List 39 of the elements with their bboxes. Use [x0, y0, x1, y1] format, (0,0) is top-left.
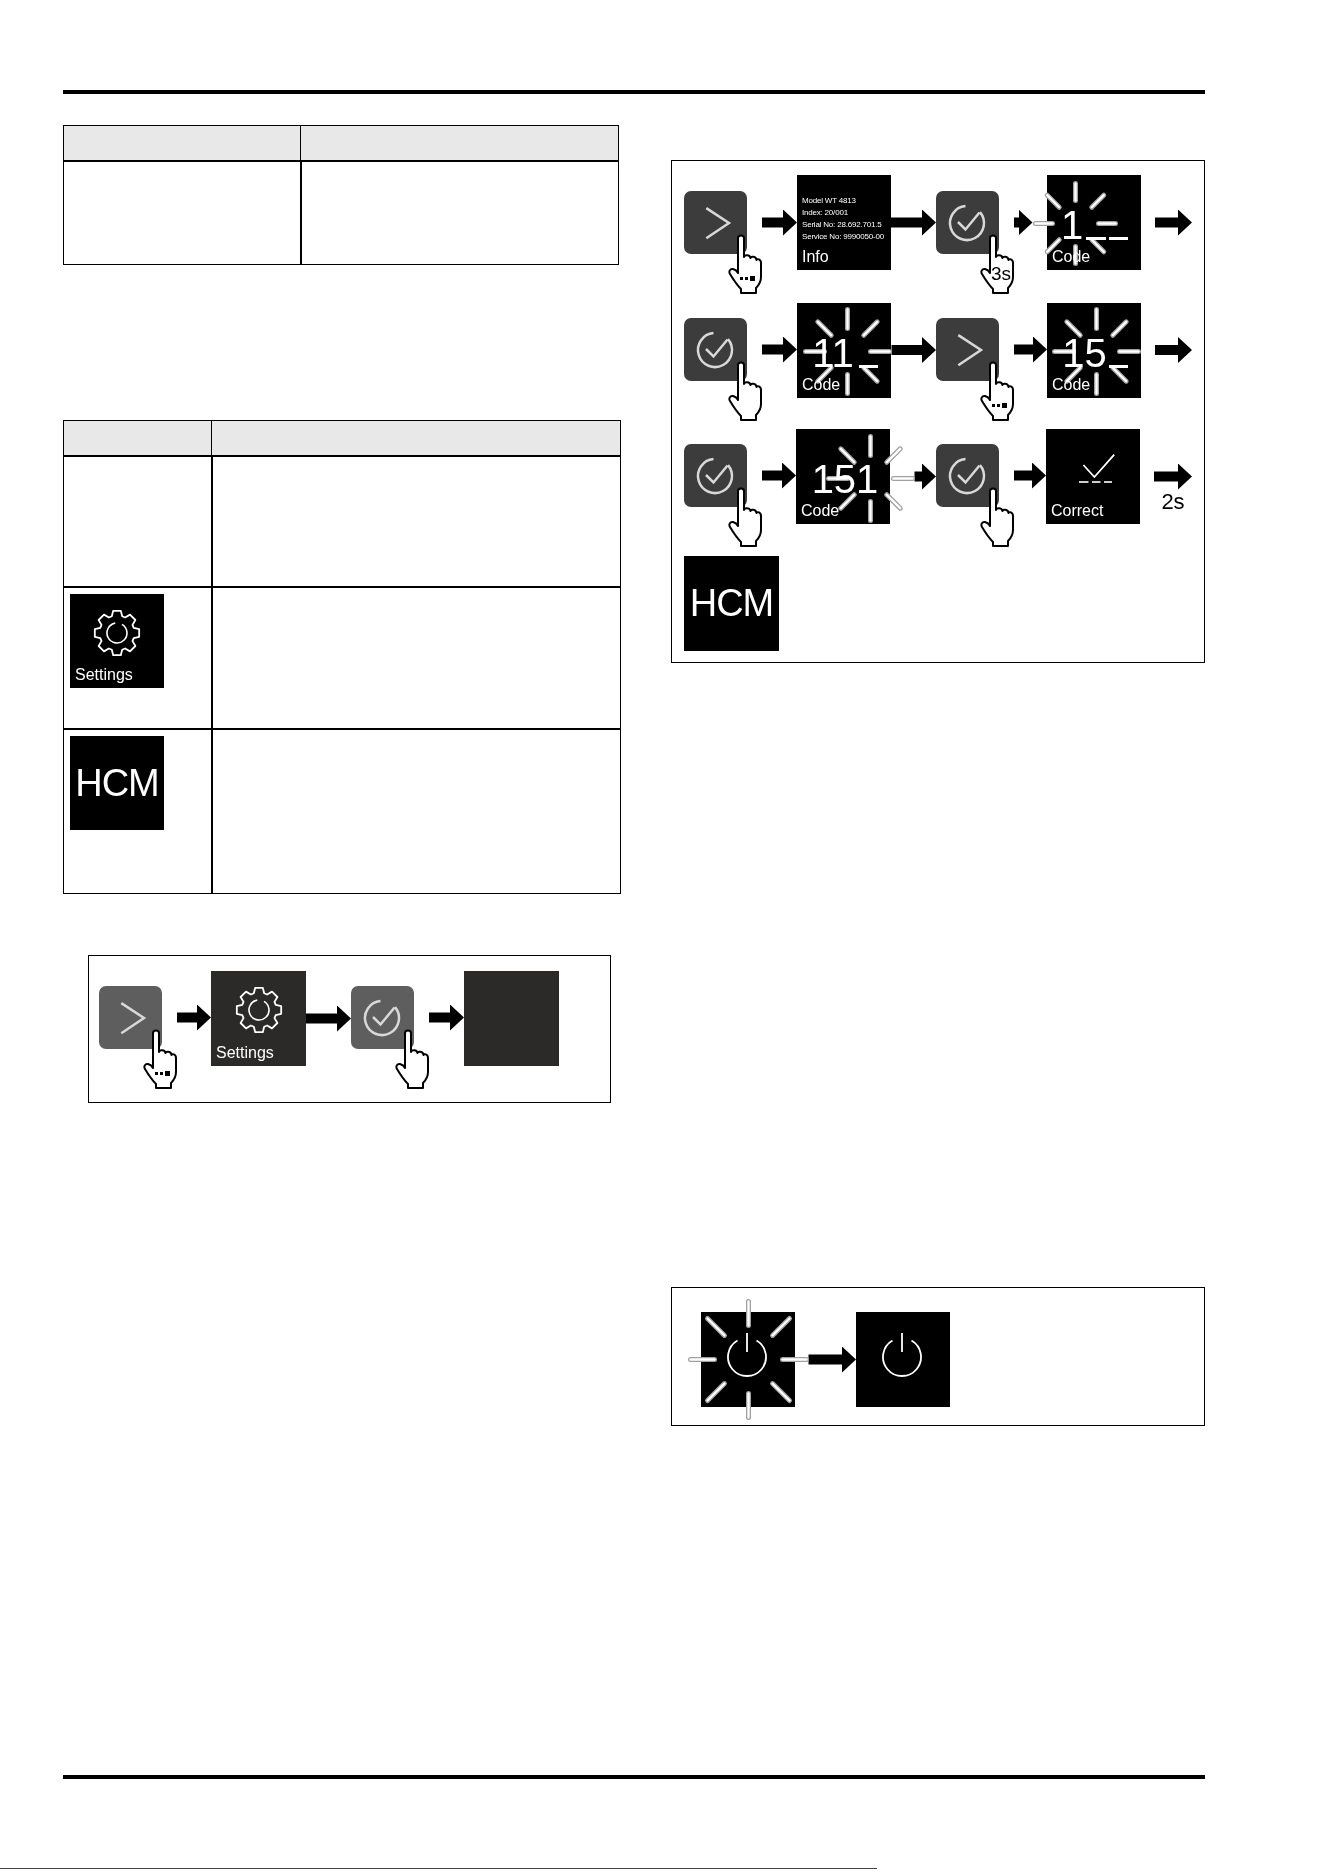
- arrow: [306, 1005, 351, 1032]
- display-screen: [70, 594, 164, 688]
- arrow: [762, 336, 797, 363]
- hold-time-text: 3s: [990, 263, 1012, 283]
- code-digits: 1: [1060, 205, 1084, 245]
- display-screen: [797, 175, 891, 270]
- screen-title: Settings: [75, 667, 133, 683]
- display-screen: [464, 971, 559, 1066]
- arrow: [891, 337, 936, 363]
- arrow: [1014, 336, 1047, 363]
- info-text: Serial No: 28.692.701.5: [802, 221, 882, 229]
- code-digits: 15: [1062, 333, 1107, 373]
- code-digits: 151: [811, 459, 879, 499]
- screen-title: Code: [802, 376, 841, 393]
- code-digits: 11: [812, 333, 854, 373]
- info-text: Index: 20/001: [802, 209, 848, 217]
- display-screen: [684, 555, 779, 651]
- arrow: [891, 209, 936, 236]
- arrow: [1014, 462, 1046, 489]
- display-text: HCM: [689, 584, 774, 622]
- info-text: Model WT 4813: [802, 197, 856, 205]
- arrow: [1014, 209, 1033, 236]
- display-screen: [1046, 429, 1140, 524]
- display-screen: [211, 971, 306, 1066]
- display-text: HCM: [75, 764, 159, 802]
- screen-title: Correct: [1051, 503, 1104, 519]
- display-screen: [856, 1312, 950, 1407]
- screen-title: Settings: [216, 1045, 274, 1061]
- arrow: [177, 1004, 211, 1031]
- info-text: Service No: 9990050-00: [802, 233, 884, 241]
- screen-title: Code: [801, 503, 840, 519]
- arrow: [429, 1004, 464, 1031]
- arrow: [914, 463, 936, 490]
- display-screen: [70, 736, 164, 830]
- screen-title: Info: [802, 249, 829, 265]
- screen-title: Code: [1052, 376, 1091, 393]
- arrow: [762, 209, 797, 236]
- arrow: [762, 462, 796, 489]
- arrow: [808, 1346, 856, 1373]
